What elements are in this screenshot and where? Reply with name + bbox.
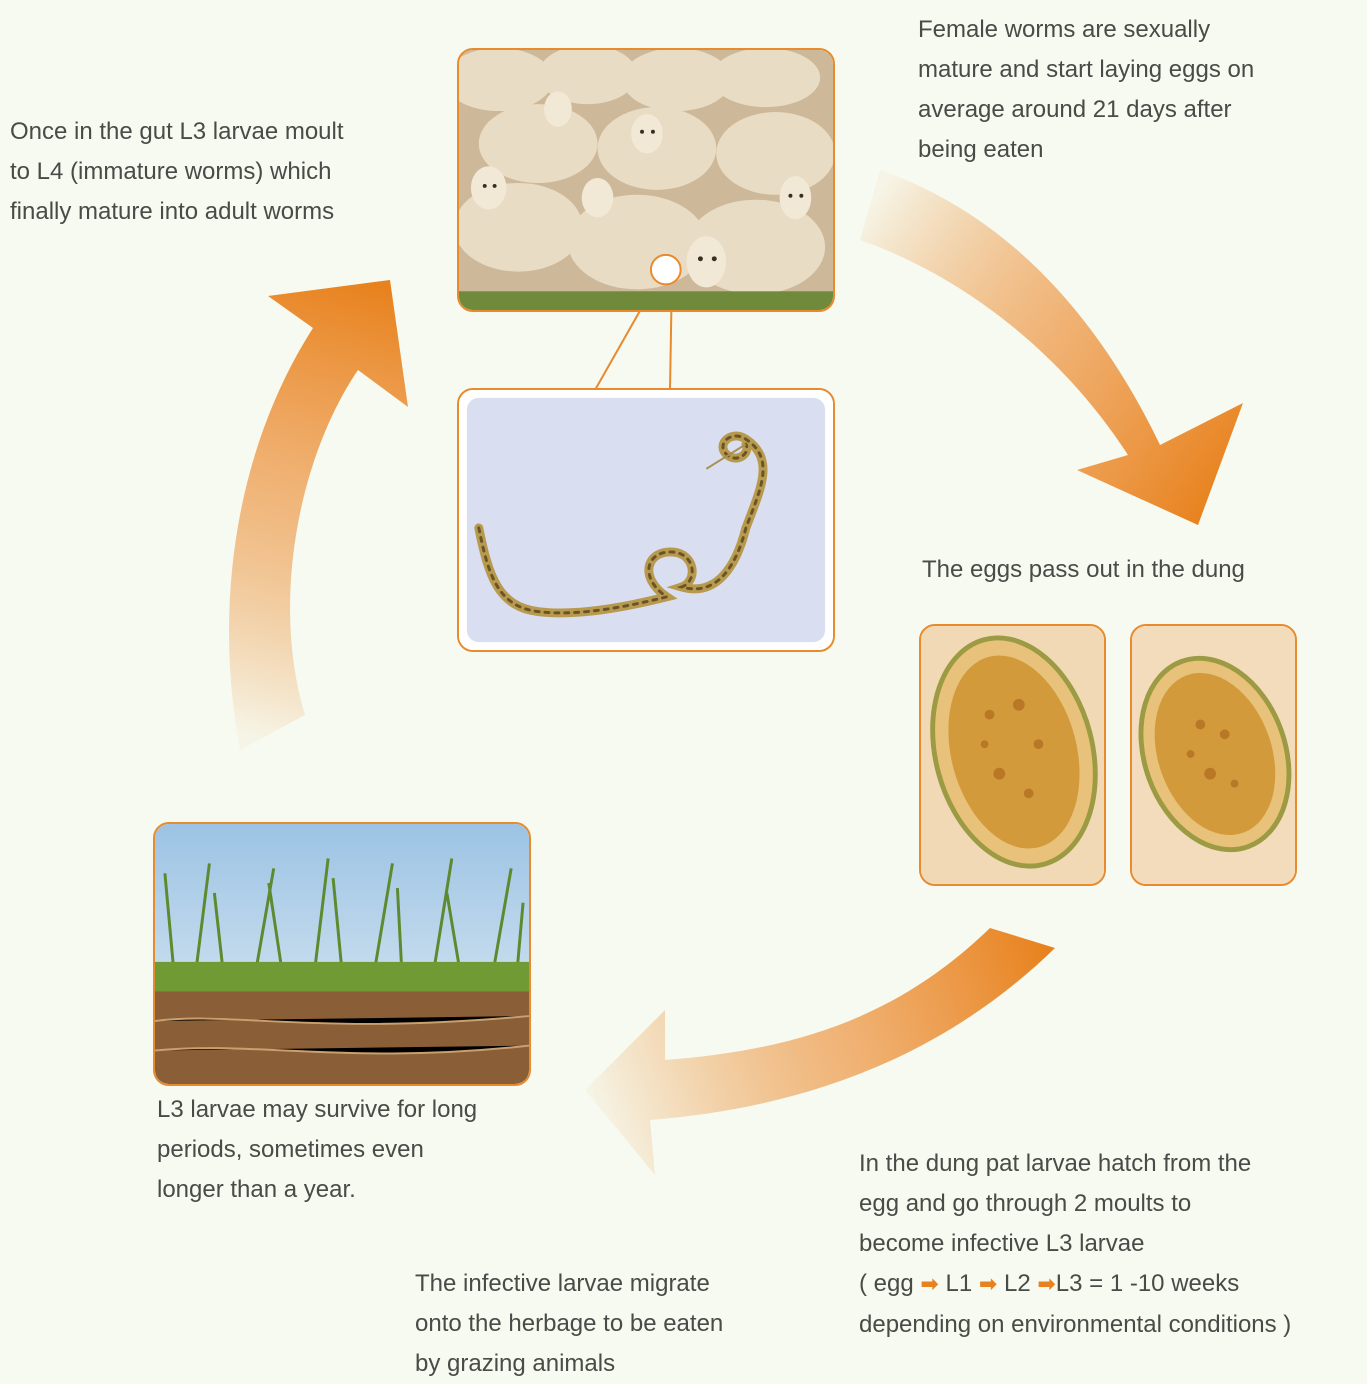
caption-female-worms: Female worms are sexually mature and sta… bbox=[918, 10, 1254, 170]
caption-line: The infective larvae migrate bbox=[415, 1264, 723, 1304]
caption-line: being eaten bbox=[918, 130, 1254, 170]
sequence-l1: L1 bbox=[945, 1270, 972, 1297]
caption-line: periods, sometimes even bbox=[157, 1130, 477, 1170]
cycle-arrow-left bbox=[229, 280, 408, 750]
caption-dung-pat: In the dung pat larvae hatch from the eg… bbox=[859, 1144, 1291, 1345]
caption-line: finally mature into adult worms bbox=[10, 192, 344, 232]
caption-line: Female worms are sexually bbox=[918, 10, 1254, 50]
caption-line: depending on environmental conditions ) bbox=[859, 1305, 1291, 1345]
caption-line: In the dung pat larvae hatch from the bbox=[859, 1144, 1291, 1184]
sheep-photo bbox=[457, 48, 835, 312]
right-arrow-icon: ➡ bbox=[920, 1272, 938, 1297]
caption-eggs-pass: The eggs pass out in the dung bbox=[922, 550, 1245, 590]
sequence-egg: ( egg bbox=[859, 1270, 914, 1297]
egg-photo-1 bbox=[919, 624, 1106, 886]
caption-line: L3 larvae may survive for long bbox=[157, 1090, 477, 1130]
caption-larvae-migrate: The infective larvae migrate onto the he… bbox=[415, 1264, 723, 1384]
sequence-l2: L2 bbox=[1004, 1270, 1031, 1297]
egg-photo-2 bbox=[1130, 624, 1297, 886]
right-arrow-icon: ➡ bbox=[979, 1272, 997, 1297]
cycle-arrow-top-right bbox=[860, 170, 1243, 525]
sequence-line: ( egg ➡ L1 ➡ L2 ➡L3 = 1 -10 weeks bbox=[859, 1264, 1291, 1305]
caption-gut-moult: Once in the gut L3 larvae moult to L4 (i… bbox=[10, 112, 344, 232]
caption-line: The eggs pass out in the dung bbox=[922, 550, 1245, 590]
caption-line: become infective L3 larvae bbox=[859, 1224, 1291, 1264]
right-arrow-icon: ➡ bbox=[1037, 1272, 1055, 1297]
caption-line: average around 21 days after bbox=[918, 90, 1254, 130]
cycle-arrow-bottom bbox=[585, 928, 1055, 1175]
worm-microscope-photo bbox=[457, 388, 835, 652]
caption-line: egg and go through 2 moults to bbox=[859, 1184, 1291, 1224]
sequence-l3: L3 = 1 -10 weeks bbox=[1056, 1270, 1239, 1297]
caption-line: onto the herbage to be eaten bbox=[415, 1304, 723, 1344]
caption-line: Once in the gut L3 larvae moult bbox=[10, 112, 344, 152]
caption-line: mature and start laying eggs on bbox=[918, 50, 1254, 90]
caption-l3-survive: L3 larvae may survive for long periods, … bbox=[157, 1090, 477, 1210]
grass-soil-photo bbox=[153, 822, 531, 1086]
caption-line: longer than a year. bbox=[157, 1170, 477, 1210]
caption-line: by grazing animals bbox=[415, 1344, 723, 1384]
caption-line: to L4 (immature worms) which bbox=[10, 152, 344, 192]
